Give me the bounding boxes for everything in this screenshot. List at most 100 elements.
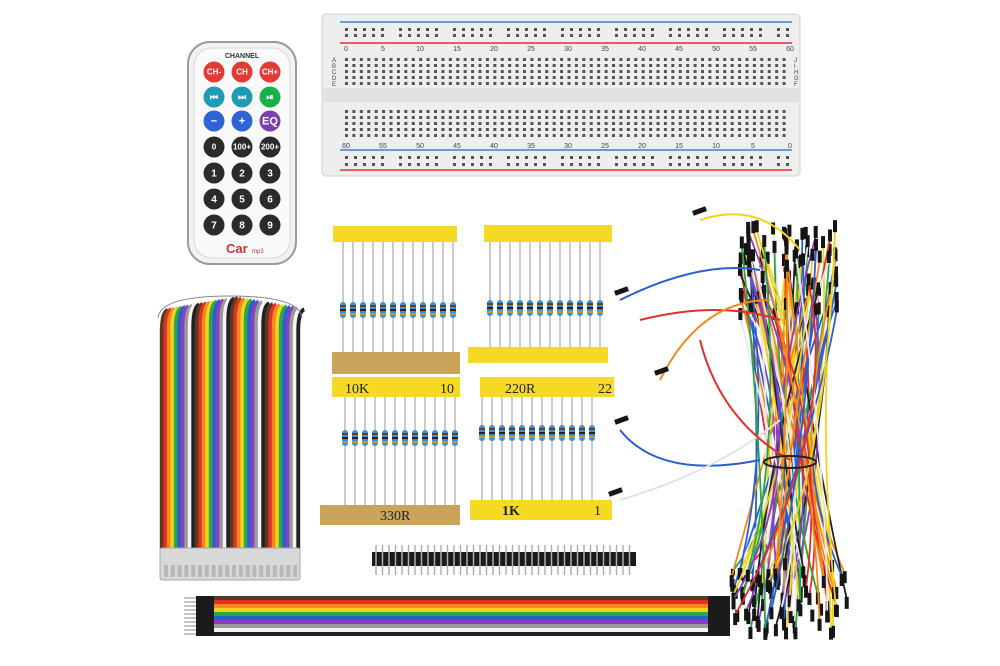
remote-button [259,162,281,184]
remote-button-label: CH- [207,68,222,77]
remote-button [231,86,253,108]
breadboard-column-number: 30 [564,46,572,53]
breadboard-row-letter: D [332,76,337,82]
remote-button [203,162,225,184]
breadboard-column-number: 10 [712,143,720,150]
tape-label: 10 [440,382,454,397]
breadboard-column-number: 25 [601,143,609,150]
remote-button [231,61,253,83]
breadboard-column-number: 35 [601,46,609,53]
remote-button [231,214,253,236]
breadboard-column-number: 35 [527,143,535,150]
remote-button [203,136,225,158]
breadboard-column-number: 0 [788,143,792,150]
remote-button [203,188,225,210]
remote-button-label: 3 [267,168,273,179]
remote-button-label: + [239,116,245,128]
breadboard-holes [345,28,789,166]
remote-brand-logo: Car [226,241,248,256]
tape-label: 330R [380,509,411,524]
tape-strip [468,347,608,363]
remote-button [231,162,253,184]
remote-button [203,61,225,83]
remote-button-label: 5 [239,194,245,205]
breadboard-column-number: 25 [527,46,535,53]
breadboard-row-letter: C [332,70,337,76]
tape-label: 10K [345,382,369,397]
remote-button-label: 0 [212,143,217,152]
remote-button [259,110,281,132]
breadboard-row-letter: F [794,82,798,88]
remote-button [259,61,281,83]
remote-brand-sub: mp3 [252,249,264,255]
remote-button-label: − [211,116,217,128]
breadboard-column-number: 20 [490,46,498,53]
resistor-packs: 10K 10 220R 22 330R 1K 1 [320,225,614,525]
breadboard-column-number: 15 [453,46,461,53]
breadboard-column-number: 0 [344,46,348,53]
remote-button [203,110,225,132]
breadboard-row-letter: B [332,64,336,70]
tape-strip [332,352,460,374]
breadboard-column-number: 50 [712,46,720,53]
breadboard-column-number: 40 [490,143,498,150]
remote-button-label: CH [236,68,248,77]
remote-button [203,214,225,236]
remote-button [259,214,281,236]
breadboard-row-letter: A [332,58,336,64]
breadboard-column-number: 55 [379,143,387,150]
remote-button-label: 2 [239,168,245,179]
breadboard-row-letter: I [794,64,796,70]
remote-button-label: ⏮ [210,92,218,102]
remote-button-label: 4 [211,194,217,205]
remote-button-label: ⏭ [238,92,247,102]
remote-button-label: ⏯ [266,92,273,102]
dupont-jumper-ribbon [184,596,730,636]
tape-label: 220R [505,382,536,397]
remote-button-label: 1 [211,168,217,179]
remote-button-label: 100+ [233,143,251,152]
tape-strip [470,500,612,520]
remote-button [259,136,281,158]
jumper-wire-bundle [608,206,849,640]
breadboard-column-number: 30 [564,143,572,150]
breadboard-column-number: 60 [786,46,794,53]
tape-strip [333,226,457,242]
breadboard-column-number: 5 [381,46,385,53]
remote-button [259,86,281,108]
remote-button [231,188,253,210]
remote-button [231,136,253,158]
breadboard-column-number: 45 [675,46,683,53]
tape-strip [332,377,460,397]
breadboard-row-letter: H [794,70,798,76]
remote-button [259,188,281,210]
tape-strip [480,377,614,397]
remote-button-label: 200+ [261,143,279,152]
tape-strip [484,225,612,242]
remote-button-label: 9 [267,220,273,231]
tape-strip [320,505,460,525]
remote-button-label: 7 [211,220,217,231]
pin-header [372,545,636,575]
breadboard-column-number: 45 [453,143,461,150]
breadboard-row-letter: G [794,76,799,82]
remote-button [231,110,253,132]
breadboard-column-number: 10 [416,46,424,53]
tape-label: 1 [594,504,601,519]
breadboard-column-number: 15 [675,143,683,150]
breadboard-column-number: 5 [751,143,755,150]
tape-label: 1K [502,504,520,519]
remote-button [203,86,225,108]
remote-button-label: 6 [267,194,273,205]
gpio-ribbon-cable [157,295,306,581]
remote-button-label: EQ [262,116,278,128]
breadboard-row-letter: E [332,82,336,88]
breadboard-column-number: 55 [749,46,757,53]
